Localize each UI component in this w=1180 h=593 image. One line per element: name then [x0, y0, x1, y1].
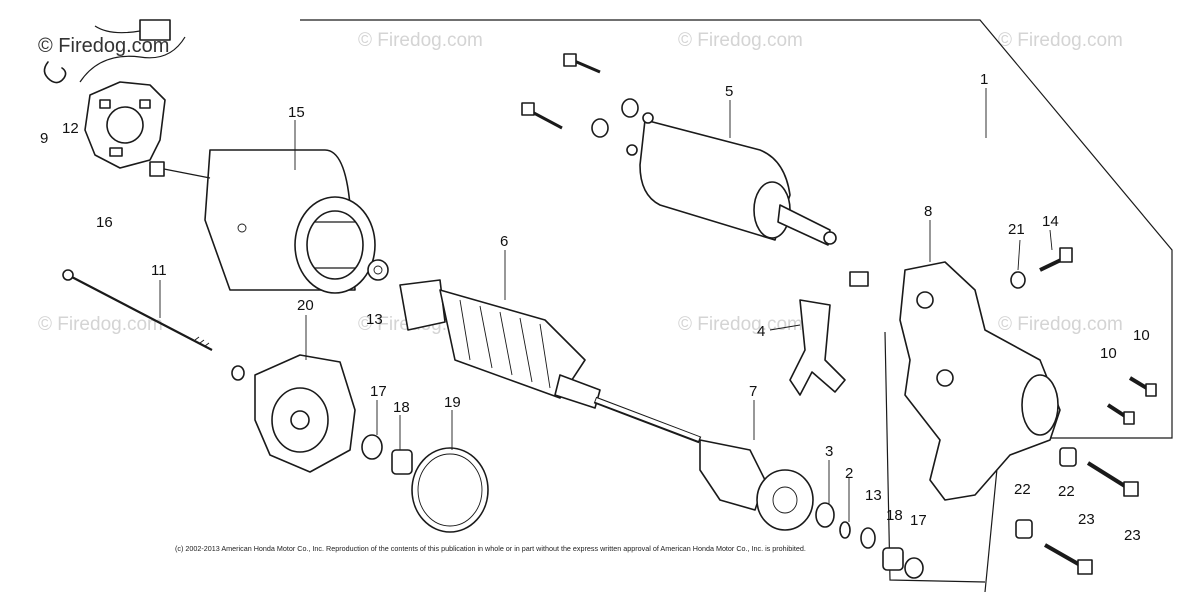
- part-22-dowel: [1015, 519, 1033, 539]
- part-17-cap-right: [904, 557, 924, 579]
- part-2-snap-ring: [839, 521, 851, 539]
- callout-23a: 23: [1078, 511, 1095, 528]
- callout-17a: 17: [370, 383, 387, 400]
- callout-20: 20: [297, 297, 314, 314]
- callout-12: 12: [62, 120, 79, 137]
- callout-2: 2: [845, 465, 853, 482]
- part-21-washer: [1010, 271, 1026, 289]
- callout-14: 14: [1042, 213, 1059, 230]
- callout-5: 5: [725, 83, 733, 100]
- callout-3: 3: [825, 443, 833, 460]
- part-8-gear-housing: [899, 261, 1061, 501]
- callout-23b: 23: [1124, 527, 1141, 544]
- watermark: © Firedog.com: [678, 314, 803, 335]
- callout-8: 8: [924, 203, 932, 220]
- copyright-notice: (c) 2002-2013 American Honda Motor Co., …: [175, 544, 806, 553]
- watermark-top-left: © Firedog.com: [38, 35, 169, 57]
- watermark: © Firedog.com: [358, 30, 483, 51]
- part-6-armature: [399, 279, 702, 444]
- part-4-shift-lever: [789, 271, 869, 396]
- callout-13b: 13: [865, 487, 882, 504]
- leader-lines: [159, 88, 1053, 522]
- callout-6: 6: [500, 233, 508, 250]
- part-13-washer: [367, 259, 389, 281]
- callout-7: 7: [749, 383, 757, 400]
- watermark: © Firedog.com: [998, 30, 1123, 51]
- washer-small: [231, 365, 245, 381]
- callout-15: 15: [288, 104, 305, 121]
- part-3-stop-collar: [815, 502, 835, 528]
- callout-11: 11: [151, 262, 167, 279]
- callout-1: 1: [980, 71, 988, 88]
- watermark: © Firedog.com: [678, 30, 803, 51]
- watermark: © Firedog.com: [998, 314, 1123, 335]
- part-10-bolts: [1106, 376, 1157, 425]
- callout-17b: 17: [910, 512, 927, 529]
- part-14-bolt: [1039, 247, 1073, 272]
- part-17-cap: [361, 434, 383, 460]
- callout-4: 4: [757, 323, 765, 340]
- callout-22a: 22: [1058, 483, 1075, 500]
- part-22-dowel: [1059, 447, 1077, 467]
- callout-13a: 13: [366, 311, 383, 328]
- callout-21: 21: [1008, 221, 1025, 238]
- part-13-washer-right: [860, 527, 876, 549]
- part-11-through-bolt: [62, 269, 213, 351]
- callout-10b: 10: [1133, 327, 1150, 344]
- part-18-bushing: [391, 449, 413, 475]
- callout-18b: 18: [886, 507, 903, 524]
- callout-18a: 18: [393, 399, 410, 416]
- part-7-overrunning-clutch: [699, 439, 814, 531]
- part-18-bushing-right: [882, 547, 904, 571]
- part-16-brush-holder: [79, 19, 186, 169]
- part-19-o-ring: [411, 447, 489, 533]
- watermark: © Firedog.com: [38, 314, 163, 335]
- part-5-solenoid: [626, 112, 837, 246]
- callout-10a: 10: [1100, 345, 1117, 362]
- callout-19: 19: [444, 394, 461, 411]
- callout-22b: 22: [1014, 481, 1031, 498]
- part-9-clip: [43, 61, 67, 84]
- callout-9: 9: [40, 130, 48, 147]
- part-23-bolts: [1044, 461, 1139, 575]
- callout-numbers: 1 2 3 4 5 6 7 8 9 10 10 11 12 13 13 14 1…: [40, 71, 1150, 544]
- callout-16: 16: [96, 214, 113, 231]
- part-20-rear-cover: [254, 354, 356, 473]
- fasteners-top: [521, 53, 639, 138]
- part-15-yoke: [149, 149, 376, 294]
